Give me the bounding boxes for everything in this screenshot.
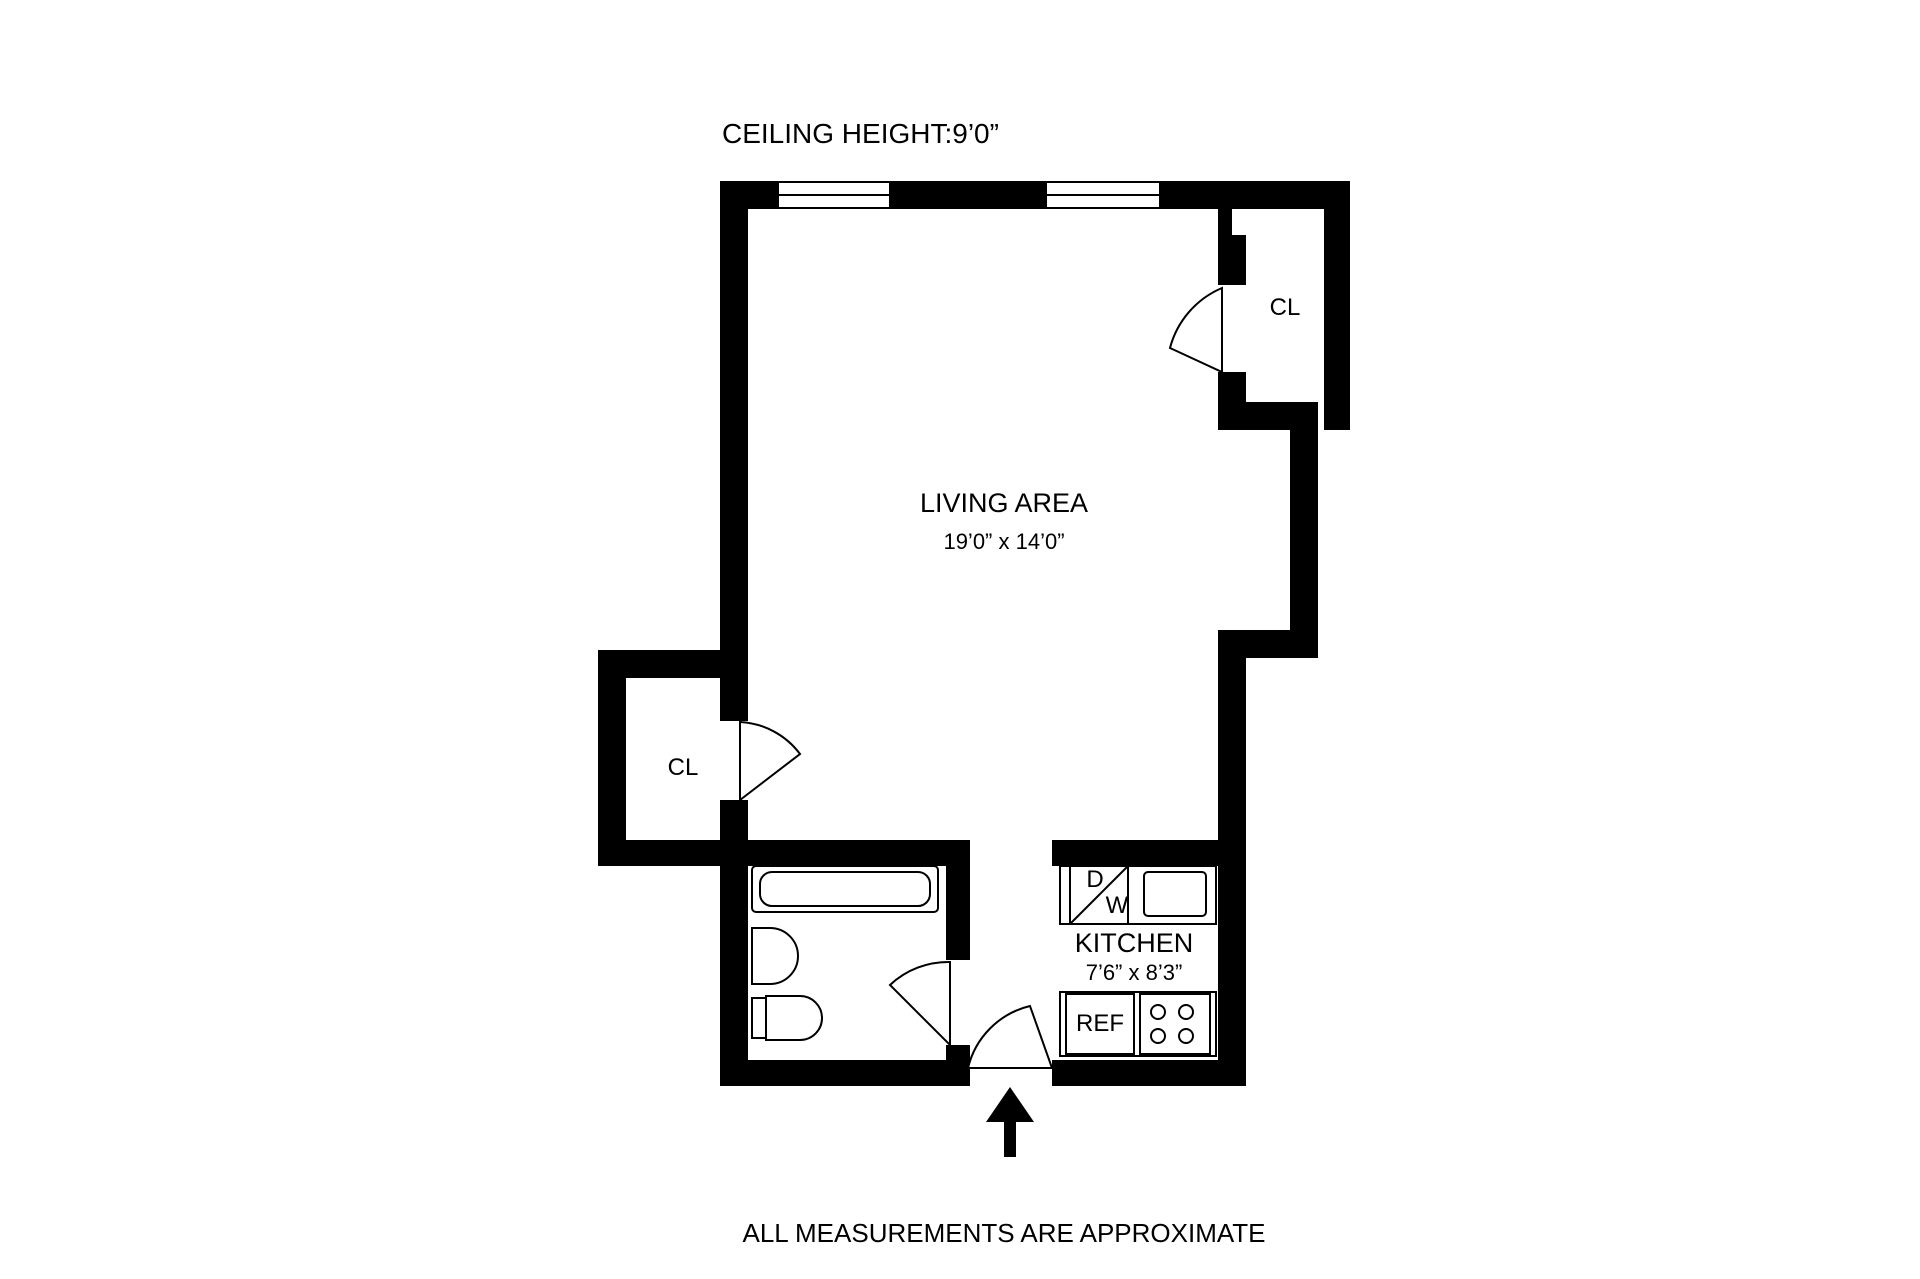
kitchen-dims: 7’6” x 8’3” [1085, 960, 1183, 985]
door-bathroom[interactable] [888, 960, 951, 1048]
living-area-dims: 19’0” x 14’0” [943, 529, 1065, 554]
measurements-note: ALL MEASUREMENTS ARE APPROXIMATE [742, 1218, 1266, 1248]
bathroom-fixtures [751, 865, 939, 1041]
kitchen-sink [1143, 871, 1207, 917]
stove [1139, 993, 1211, 1055]
dishwasher-d-label: D [1086, 866, 1104, 893]
sink [751, 927, 799, 985]
closet-top-right-label: CL [1269, 294, 1301, 321]
walls [598, 181, 1350, 1086]
closet-left-label: CL [667, 754, 699, 781]
entry-arrow-icon [986, 1087, 1034, 1157]
ceiling-height-label: CEILING HEIGHT:9’0” [722, 118, 999, 149]
refrigerator-label: REF [1076, 1010, 1124, 1037]
windows [777, 181, 1161, 209]
kitchen-fixtures [1059, 865, 1217, 1057]
door-entry[interactable] [966, 1004, 1054, 1069]
toilet-bowl [765, 995, 823, 1041]
refrigerator [1065, 993, 1135, 1055]
toilet-tank [751, 997, 767, 1039]
door-closet-top-right[interactable] [1168, 286, 1223, 374]
door-closet-left[interactable] [739, 720, 802, 803]
dishwasher-w-label: W [1105, 892, 1129, 919]
kitchen-name: KITCHEN [1074, 928, 1194, 958]
living-area-name: LIVING AREA [919, 488, 1089, 518]
